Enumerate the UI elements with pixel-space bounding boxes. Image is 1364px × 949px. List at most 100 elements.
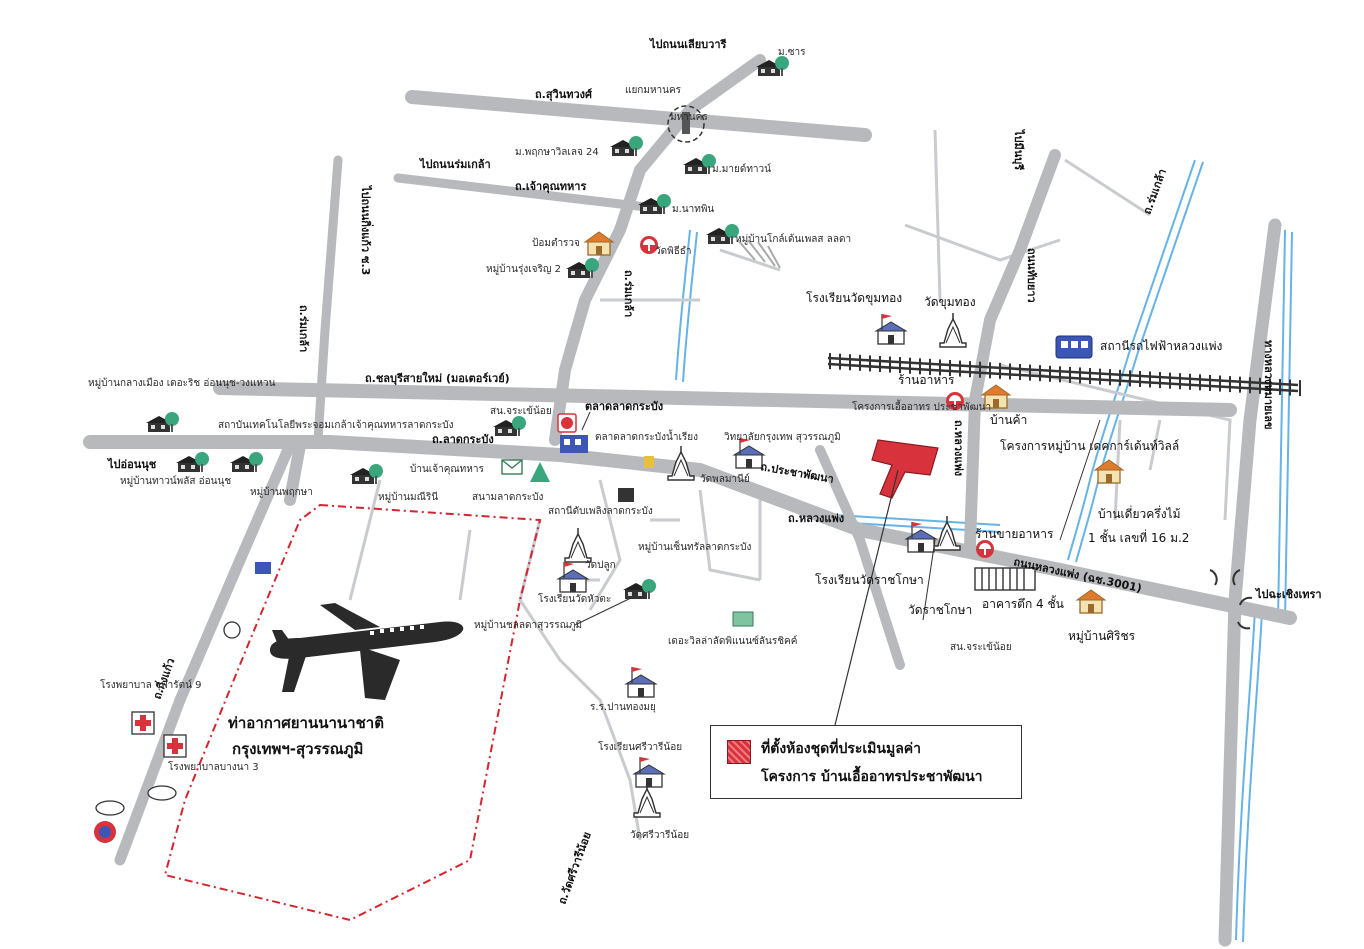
airport-label: ท่าอากาศยานนานาชาติ — [228, 714, 384, 732]
place-label: เดอะวิลล่าลัดพิแนนซ์ลันรชิคค์ — [668, 635, 797, 647]
major-roads — [83, 54, 1297, 947]
place-label: วัดราชโกษา — [908, 603, 972, 617]
place-label: วัดปลูก — [585, 560, 616, 571]
temple-icon — [939, 312, 967, 348]
train-station-icon — [1055, 335, 1093, 359]
interchange-marker — [667, 105, 705, 143]
road-label: ถ.กิ่งแก้ว — [149, 656, 178, 701]
village-icon — [230, 452, 263, 472]
place-label: ร้านขายอาหาร — [975, 527, 1054, 541]
place-label: หมู่บ้านโกล์เด้นเพลส ลลดา — [735, 232, 851, 245]
flag-icon — [644, 456, 654, 468]
airplane-icon — [270, 603, 464, 700]
place-label: หมู่บ้านมณีรินี — [378, 491, 438, 503]
place-label: บ้านเจ้าคุณทหาร — [410, 463, 484, 475]
place-label: โรงเรียนศรีวารีน้อย — [598, 740, 682, 753]
place-label: หมู่บ้านทาวน์พลัส อ่อนนุช — [120, 475, 231, 487]
place-label: สนามลาดกระบัง — [472, 492, 544, 503]
project-location-marker — [834, 439, 939, 726]
place-label: หมู่บ้านศิริชร — [1068, 629, 1136, 644]
road-label: ถ.ร่มเกล้า — [622, 270, 635, 317]
railway — [827, 353, 1301, 397]
temple-icon — [564, 527, 592, 563]
school-icon — [633, 756, 665, 788]
place-label: หมู่บ้านกลางเมือง เดอะริช อ่อนนุช-วงแหวน — [88, 377, 276, 389]
road-label: ไปถนนกิ่งแก้ว ซ.3 — [359, 184, 374, 275]
place-label: อาคารตึก 4 ชั้น — [982, 595, 1064, 611]
place-label: โรงพยาบาล จุฬารัตน์ 9 — [100, 678, 202, 691]
road-label: ไปอ่อนนุช — [106, 457, 157, 472]
road-label: ไปถนนร่มเกล้า — [418, 157, 491, 171]
place-label: วัดศรีวารีน้อย — [630, 829, 689, 841]
market-icon — [560, 435, 588, 453]
place-label: ป้อมตำรวจ — [532, 237, 580, 249]
road-label: ไปฉะเชิงเทรา — [1254, 587, 1322, 601]
place-label: มหานคร — [670, 112, 708, 123]
house-icon — [1076, 589, 1106, 614]
place-label: ตลาดลาดกระบัง — [585, 400, 663, 413]
place-label: หมู่บ้านเซ็นทรัลลาดกระบัง — [638, 539, 751, 553]
place-label: โรงเรียนวัดราชโกษา — [815, 573, 924, 587]
place-label: ม.นาทพิน — [672, 204, 714, 215]
place-label: โรงเรียนวัดหัวตะ — [538, 592, 611, 605]
place-label: ร้านอาหาร — [898, 373, 955, 387]
road-chaokhun — [393, 173, 660, 213]
road-label: ถ.ร่มเกล้า — [1141, 167, 1169, 216]
road-suwinthawong — [405, 90, 872, 142]
fire-station-icon — [618, 488, 634, 502]
airport-label: กรุงเทพฯ-สุวรรณภูมิ — [232, 740, 363, 759]
parking-icon — [557, 413, 577, 433]
restaurant-icon — [976, 540, 994, 558]
place-label: หมู่บ้านชลลดาสุวรรณภูมิ — [474, 619, 582, 631]
road-label: ทางหลวงหมายเลข — [1262, 340, 1275, 429]
road-label: ถ.วัดศรีวารีน้อย — [556, 830, 594, 906]
place-label: สถาบันเทคโนโลยีพระจอมเกล้าเจ้าคุณทหารลาด… — [218, 418, 454, 431]
place-label: บ้านค้า — [990, 413, 1027, 427]
tree-icon — [530, 462, 550, 482]
road-label: ถ.สุวินทวงศ์ — [535, 88, 593, 102]
village-icon — [623, 579, 656, 599]
road-label: ถ.หลวงแพ่ง — [952, 420, 965, 476]
intersection-icon — [1209, 569, 1253, 630]
road-label: ถ.หลวงแพ่ง — [788, 512, 844, 525]
airport-boundary — [163, 503, 542, 922]
place-label: บ้านเดี่ยวครึ่งไม้ — [1098, 505, 1181, 521]
road-label: ถนนทับยาว — [1025, 248, 1038, 303]
place-label: วัดพิธีธำ — [655, 245, 692, 257]
village-icon — [350, 464, 383, 484]
road-label: ไปมีนบุรี — [1011, 128, 1026, 170]
village-icon — [146, 412, 179, 432]
lake-icon — [732, 611, 754, 627]
place-label: วิทยาลัยกรุงเทพ สุวรรณภูมิ — [724, 432, 841, 443]
village-icon — [493, 416, 526, 436]
road-label: ถ.เจ้าคุณทหาร — [515, 180, 586, 194]
map-legend: ที่ตั้งห้องชุดที่ประเมินมูลค่า โครงการ บ… — [710, 725, 1022, 799]
hatched-area-icon — [737, 239, 781, 269]
road-label: ถ.ร่มเกล้า — [297, 305, 310, 352]
sign-icon — [223, 562, 271, 639]
road-motorway — [213, 381, 1237, 417]
townhouse-icon — [974, 567, 1036, 591]
place-label: โรงพยาบาลบางนา 3 — [168, 760, 259, 773]
village-icon — [176, 452, 209, 472]
road-label: ถ.ชลบุรีสายใหม่ (มอเตอร์เวย์) — [365, 371, 510, 386]
road-left-vertical — [313, 155, 343, 445]
place-label: สน.จระเข้น้อย — [950, 641, 1012, 653]
school-icon — [875, 313, 907, 345]
road-label: ไปถนนเลียบวารี — [648, 37, 726, 51]
road-thap-yao — [964, 149, 1061, 551]
post-icon — [501, 459, 523, 475]
place-label: สน.จระเข้น้อย — [490, 405, 552, 417]
road-label: แยกมหานคร — [625, 85, 682, 96]
place-label: โครงการเอื้ออาทร ประชาพัฒนา — [852, 399, 991, 413]
road-ladkrabang — [83, 435, 1297, 625]
village-icon — [638, 194, 671, 214]
road-ladkrabang-north — [815, 445, 905, 670]
place-label: วัดพลมานีย์ — [700, 473, 750, 485]
road-kingkaew — [114, 439, 296, 866]
place-label: สถานีรถไฟฟ้าหลวงแพ่ง — [1100, 339, 1222, 353]
village-icon — [610, 136, 643, 156]
legend-line-2: โครงการ บ้านเอื้ออาทรประชาพัฒนา — [761, 769, 983, 785]
hospital-icon — [131, 711, 155, 735]
